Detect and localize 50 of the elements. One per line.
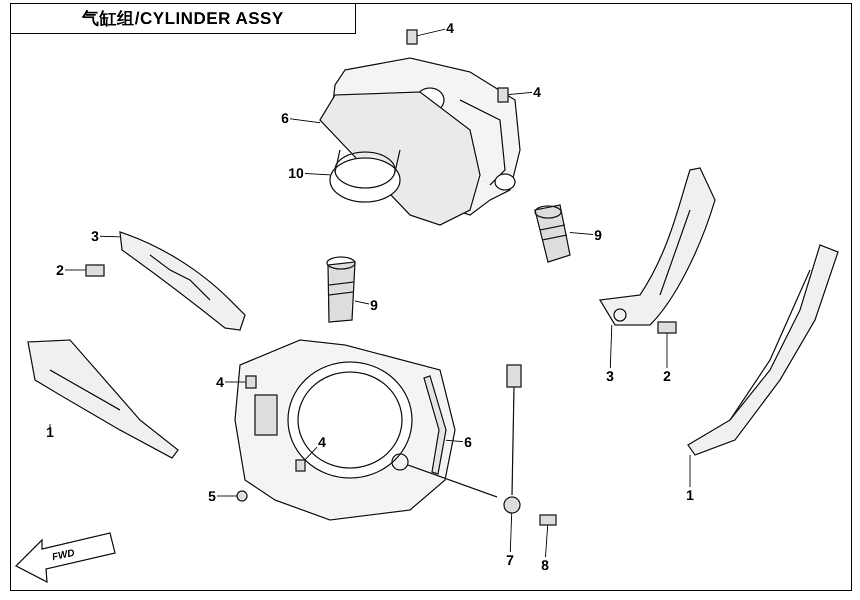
callout-number: 1 [45,424,55,440]
callout-number: 6 [463,434,473,450]
title: 气缸组/CYLINDER ASSY [10,3,356,34]
sensor-drawing [503,364,522,514]
pin-drawing [406,29,418,45]
chain-guide-drawing [687,244,839,456]
callout-number: 9 [369,297,379,313]
callout-number: 8 [540,557,550,573]
gasket-drawing [319,91,481,226]
leader-line [545,524,548,558]
callout-number: 4 [445,20,455,36]
leader-line [100,236,120,238]
leader-line [290,118,320,124]
leader-line [304,173,330,176]
leader-line [510,512,512,552]
leader-line [354,300,370,304]
callout-number: 3 [605,368,615,384]
leader-line [666,332,668,368]
gasket-drawing [423,375,447,475]
leader-line [508,92,532,96]
pin-drawing [497,87,509,103]
direction-text: FWD [51,548,76,564]
bolt-drawing [85,264,105,277]
dowel-drawing [295,459,306,472]
leader-line [446,440,464,442]
chain-guide-drawing [27,339,179,459]
sleeve-drawing [329,149,401,203]
callout-number: 1 [685,487,695,503]
callout-number: 4 [317,434,327,450]
tensioner-drawing [534,204,571,263]
callout-number: 5 [207,488,217,504]
callout-number: 10 [287,165,305,181]
chain-guide-drawing [119,231,246,331]
callout-number: 4 [215,374,225,390]
tensioner-drawing [326,256,356,323]
callout-number: 2 [662,368,672,384]
leader-line [416,28,446,36]
callout-number: 6 [280,110,290,126]
callout-number: 4 [532,84,542,100]
leader-line [610,324,612,368]
callout-number: 3 [90,228,100,244]
bolt-drawing [539,514,557,526]
fitting-drawing [236,490,248,502]
leader-line [304,446,318,460]
leader-line [570,232,594,235]
callout-number: 2 [55,262,65,278]
bolt-drawing [657,321,677,334]
callout-number: 7 [505,552,515,568]
callout-number: 9 [593,227,603,243]
pin-drawing [245,375,257,389]
